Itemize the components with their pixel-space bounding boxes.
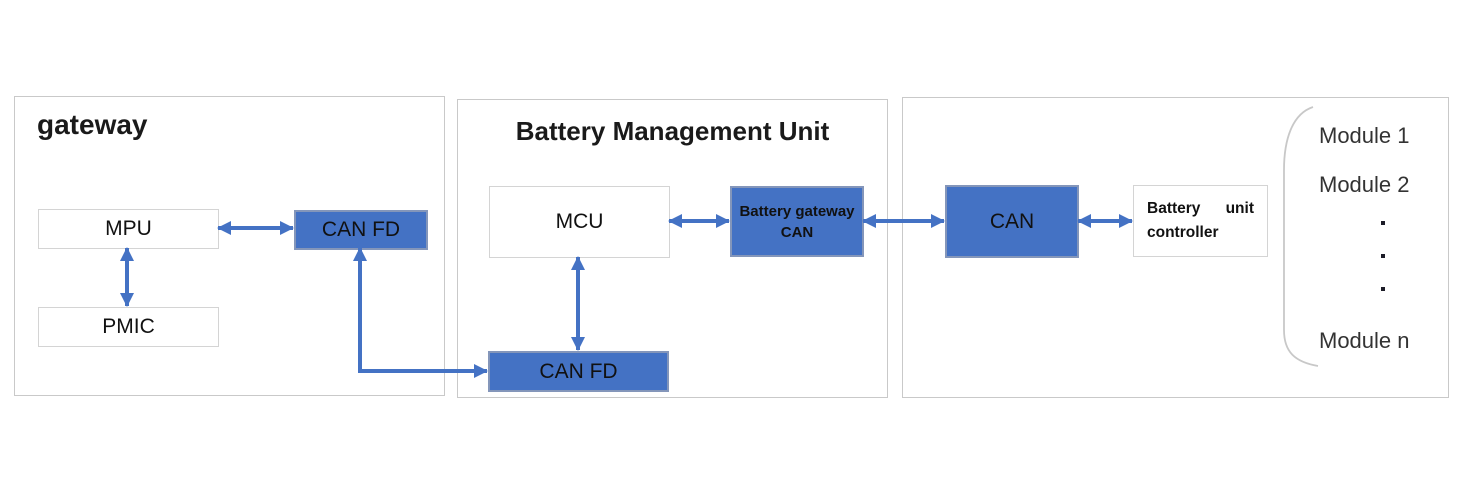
module-n-label: Module n <box>1319 328 1410 353</box>
gateway-title: gateway <box>37 109 148 140</box>
battery-management-unit-container: Battery Management Unit MCU Battery gate… <box>457 99 888 398</box>
pmic-label: PMIC <box>102 315 155 338</box>
pack-can-box: CAN <box>945 185 1079 258</box>
battery-unit-controller-word1: Battery <box>1147 200 1201 217</box>
battery-pack-container: CAN Battery unit controller Module 1 Mod… <box>902 97 1449 398</box>
bmu-can-fd-box: CAN FD <box>488 351 669 392</box>
battery-unit-controller-line1: Battery unit <box>1147 197 1254 221</box>
pmic-box: PMIC <box>38 307 219 347</box>
battery-unit-controller-box: Battery unit controller <box>1133 185 1268 257</box>
battery-gateway-can-box: Battery gateway CAN <box>730 186 864 257</box>
gateway-can-fd-box: CAN FD <box>294 210 428 250</box>
battery-management-unit-title: Battery Management Unit <box>515 116 830 146</box>
module-1-label: Module 1 <box>1319 123 1410 148</box>
gateway-container: gateway MPU PMIC CAN FD <box>14 96 445 396</box>
vertical-ellipsis-icon <box>1381 254 1385 258</box>
pack-can-label: CAN <box>989 209 1035 233</box>
battery-gateway-can-label-line2: CAN <box>780 223 814 241</box>
mpu-label: MPU <box>105 217 152 240</box>
battery-unit-controller-word2: unit <box>1225 200 1254 217</box>
mcu-label: MCU <box>555 210 604 233</box>
vertical-ellipsis-icon <box>1381 221 1385 225</box>
mcu-box: MCU <box>489 186 670 258</box>
module-2-label: Module 2 <box>1319 172 1410 197</box>
battery-gateway-can-label-line1: Battery gateway <box>739 202 855 220</box>
gateway-can-fd-label: CAN FD <box>321 218 401 241</box>
bmu-can-fd-label: CAN FD <box>539 359 618 383</box>
battery-unit-controller-line2: controller <box>1147 224 1219 241</box>
vertical-ellipsis-icon <box>1381 287 1385 291</box>
mpu-box: MPU <box>38 209 219 249</box>
